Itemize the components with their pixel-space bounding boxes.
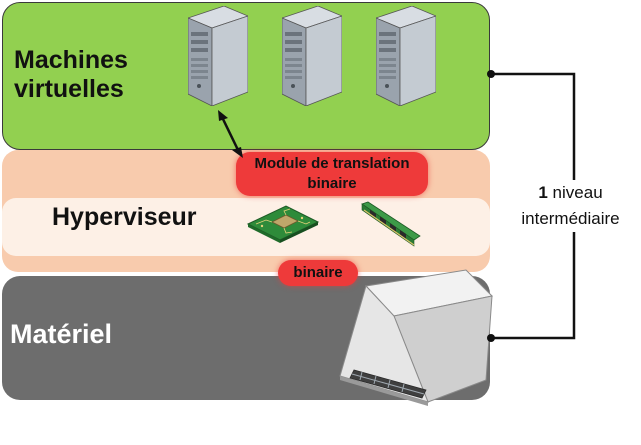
hardware-server-icon — [339, 269, 494, 406]
virtual-machines-label: Machines virtuelles — [14, 46, 128, 104]
hardware-label: Matériel — [10, 319, 113, 349]
level-description: 1 niveau intermédiaire — [500, 180, 641, 232]
server-icon — [188, 6, 248, 106]
hypervisor-label: Hyperviseur — [52, 203, 197, 231]
binaire-pill: binaire — [278, 260, 358, 286]
level-word: niveau — [552, 183, 603, 202]
virtual-machines-label-line2: virtuelles — [14, 74, 124, 103]
translation-module-line1: Module de translation — [254, 155, 410, 172]
translation-module-line2: binaire — [307, 174, 357, 192]
level-count: 1 — [538, 183, 548, 202]
server-icon — [282, 6, 342, 106]
level-description-line1: 1 niveau — [500, 180, 641, 206]
ram-module-icon — [361, 201, 421, 247]
cpu-chip-icon — [246, 205, 320, 243]
translation-module-pill: Module de translation binaire — [236, 152, 428, 196]
level-description-line2: intermédiaire — [521, 209, 620, 228]
virtual-machines-label-line1: Machines — [14, 46, 128, 74]
server-icon — [376, 6, 436, 106]
hypervisor-band — [2, 198, 490, 256]
